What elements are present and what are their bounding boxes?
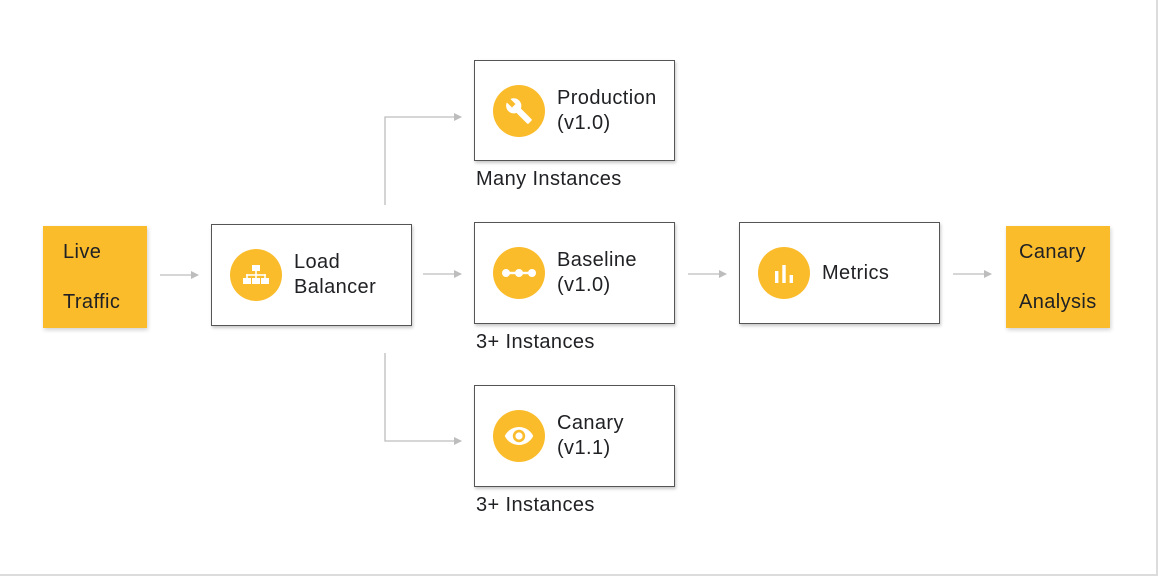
wrench-icon [493,84,545,137]
baseline-node: Baseline (v1.0) [474,222,675,324]
load-balancer-node: Load Balancer [211,224,412,326]
live-traffic-line1: Live [63,240,102,263]
canary-node: Canary (v1.1) [474,385,675,487]
live-traffic-node: Live Traffic [43,226,147,328]
canary-caption: 3+ Instances [476,494,595,516]
load-balancer-line2: Balancer [294,276,377,298]
baseline-line2: (v1.0) [557,274,611,296]
production-node: Production (v1.0) [474,60,675,161]
eye-icon [493,410,545,462]
canary-analysis-node: Canary Analysis [1006,226,1110,328]
dots-line-icon [493,247,545,299]
baseline-line1: Baseline [557,249,637,271]
baseline-caption: 3+ Instances [476,331,595,353]
production-line1: Production [557,86,657,109]
canary-line1: Canary [557,412,624,434]
arrow-balancer-to-production [384,113,462,205]
canary-analysis-line2: Analysis [1019,290,1097,313]
metrics-label: Metrics [822,261,890,284]
production-line2: (v1.0) [557,111,611,134]
arrow-balancer-to-canary [384,353,462,445]
production-caption: Many Instances [476,168,622,190]
sitemap-icon [230,249,282,301]
load-balancer-line1: Load [294,251,341,273]
canary-analysis-line1: Canary [1019,240,1086,263]
bar-chart-icon [758,247,810,299]
canary-line2: (v1.1) [557,437,611,459]
metrics-node: Metrics [739,222,940,324]
live-traffic-line2: Traffic [63,290,121,313]
